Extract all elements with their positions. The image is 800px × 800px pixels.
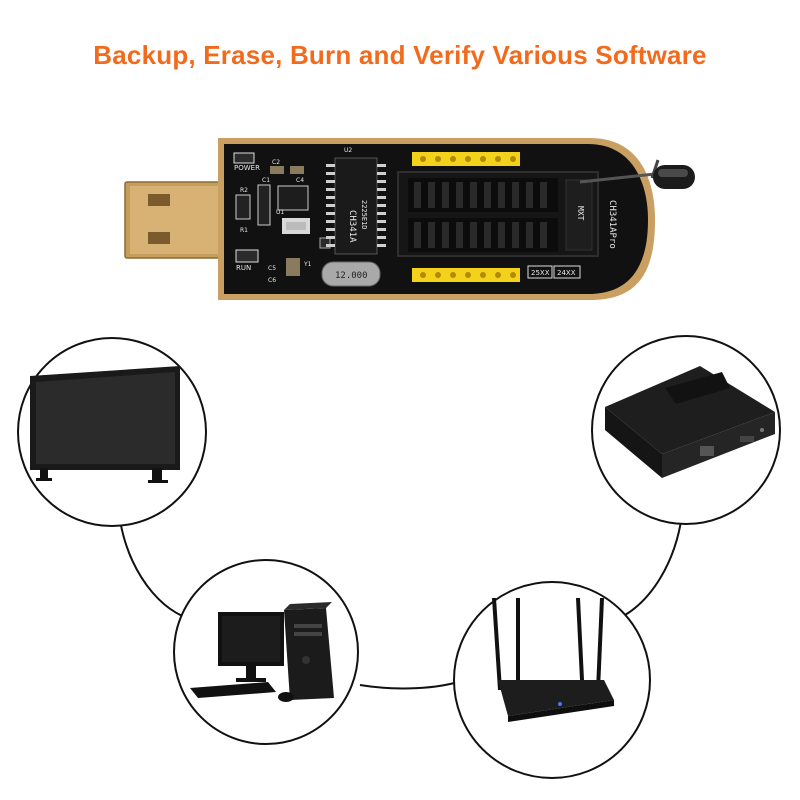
zif-lever — [579, 159, 695, 189]
crystal-label: 12.000 — [335, 271, 368, 281]
power-label: POWER — [234, 164, 260, 172]
ref-c5: C5 — [268, 265, 276, 272]
ref-u1: U1 — [276, 209, 284, 216]
socket-chip-ref: MXT — [576, 206, 585, 221]
ref-c1: C1 — [262, 177, 270, 184]
tv-box-icon — [591, 335, 781, 525]
usb-programmer-board: POWER RUN C2 C1 C4 C5 C6 U1 Y1 R2 R1 U2 … — [124, 138, 695, 300]
ref-r2: R2 — [240, 187, 248, 194]
silkscreen: POWER RUN C2 C1 C4 C5 C6 U1 Y1 R2 R1 U2 … — [234, 147, 617, 284]
headline: Backup, Erase, Burn and Verify Various S… — [93, 40, 707, 70]
pin-header-top — [412, 152, 520, 166]
run-label: RUN — [236, 264, 251, 272]
ref-c6: C6 — [268, 277, 276, 284]
monitor-icon — [17, 337, 207, 527]
desktop-computer-icon — [173, 559, 359, 745]
ref-c2: C2 — [272, 159, 280, 166]
chip-label: CH341A — [347, 210, 357, 243]
pin-header-bottom — [412, 268, 520, 282]
zif-socket — [397, 171, 599, 257]
usb-plug — [124, 181, 234, 259]
ref-r1: R1 — [240, 227, 248, 234]
model-label: CH341APro — [607, 200, 617, 249]
ch341a-chip — [326, 157, 386, 255]
chip-code: 2225E1D — [360, 200, 368, 230]
crystal-oscillator — [321, 261, 381, 287]
socket-24xx-label: 24XX — [557, 269, 576, 277]
socket-25xx-label: 25XX — [531, 269, 550, 277]
ref-u2: U2 — [344, 147, 352, 154]
ref-c4: C4 — [296, 177, 304, 184]
smd-components — [233, 152, 331, 276]
ref-y1: Y1 — [303, 261, 312, 268]
wifi-router-icon — [453, 581, 651, 779]
